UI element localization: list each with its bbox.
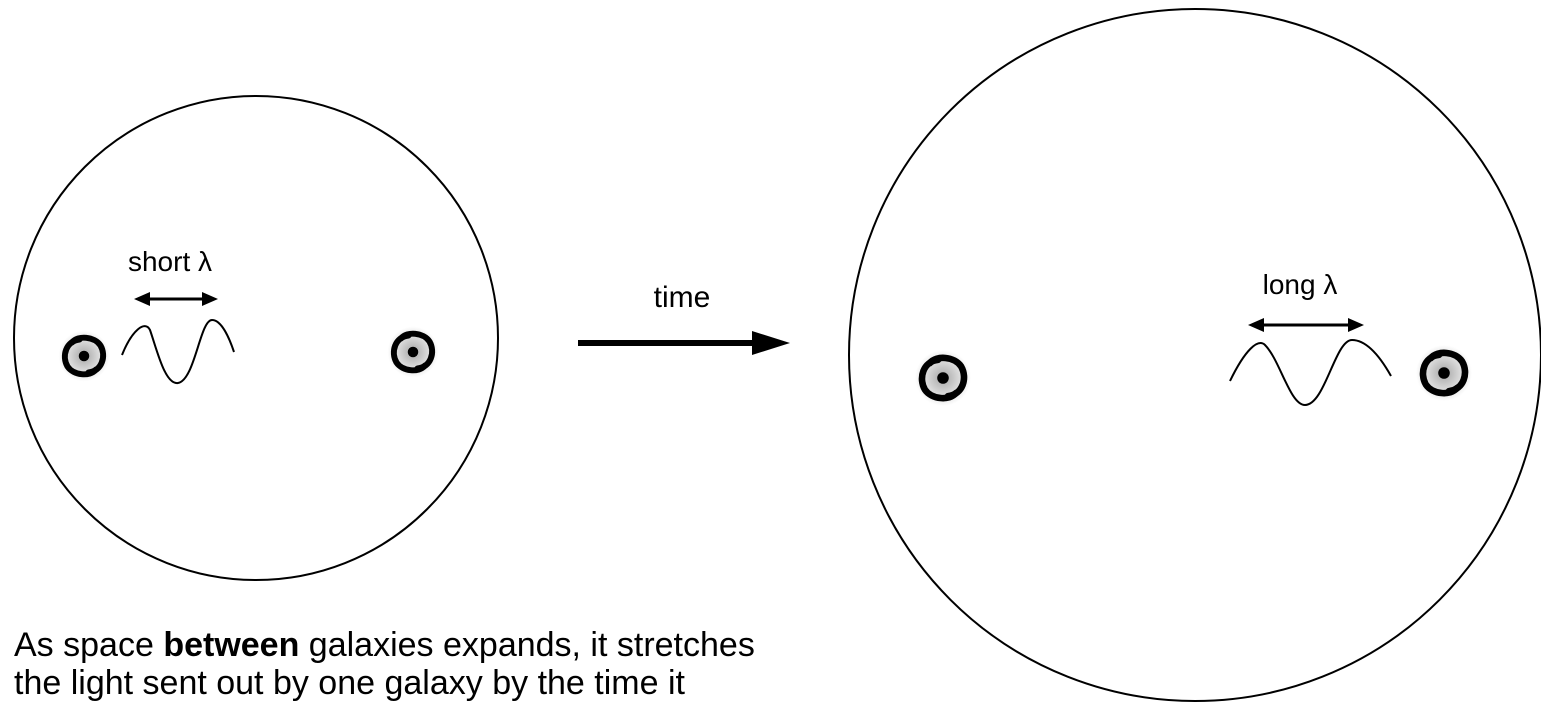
long-wavelength-arrow-icon: [1248, 318, 1364, 332]
time-label: time: [654, 281, 711, 314]
short-wavelength-label: short λ: [128, 246, 212, 277]
spiral-galaxy-icon: [915, 350, 971, 406]
spiral-galaxy-icon: [1416, 345, 1472, 401]
short-light-wave-icon: [121, 318, 235, 384]
early-universe-circle: [13, 95, 499, 581]
caption-line-1: As space between galaxies expands, it st…: [14, 626, 934, 664]
spiral-galaxy-icon: [388, 327, 439, 378]
caption-emphasis: between: [163, 626, 300, 664]
short-wavelength-arrow-icon: [134, 292, 218, 306]
long-wavelength-label: long λ: [1263, 269, 1338, 300]
late-universe-circle: [848, 8, 1541, 702]
right-arrow-icon: [578, 331, 790, 355]
caption-line-2: the light sent out by one galaxy by the …: [14, 664, 685, 702]
spiral-galaxy-icon: [59, 331, 110, 382]
caption: As space between galaxies expands, it st…: [14, 626, 934, 702]
long-light-wave-icon: [1229, 338, 1392, 407]
caption-text-start: As space: [14, 626, 164, 664]
caption-text-end: galaxies expands, it stretches: [299, 626, 755, 664]
